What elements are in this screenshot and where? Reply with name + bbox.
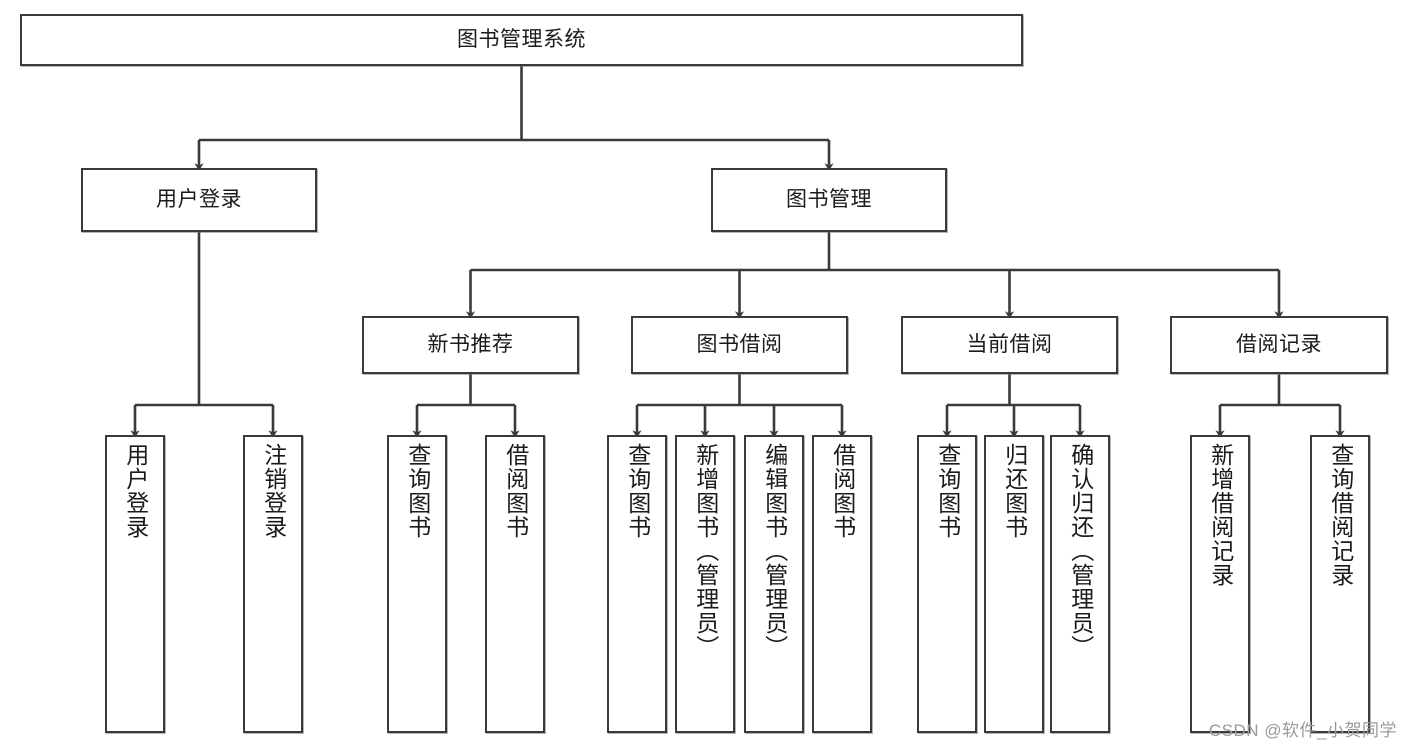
- leaf-add-record-label: 新增借阅记录: [1207, 443, 1234, 587]
- leaf-query-record[interactable]: 查询借阅记录: [1310, 435, 1370, 733]
- leaf-query-book-rec-label: 查询图书: [404, 443, 431, 539]
- node-book-borrow[interactable]: 图书借阅: [631, 316, 848, 374]
- leaf-confirm-return[interactable]: 确认归还（管理员）: [1050, 435, 1110, 733]
- node-book-manage[interactable]: 图书管理: [711, 168, 947, 232]
- leaf-add-record[interactable]: 新增借阅记录: [1190, 435, 1250, 733]
- connector-lines: [130, 66, 1345, 438]
- node-new-book-rec[interactable]: 新书推荐: [362, 316, 579, 374]
- leaf-edit-book[interactable]: 编辑图书（管理员）: [744, 435, 804, 733]
- leaf-add-book-label: 新增图书（管理员）: [692, 443, 719, 659]
- leaf-edit-book-label: 编辑图书（管理员）: [761, 443, 788, 659]
- leaf-query-book-borrow[interactable]: 查询图书: [607, 435, 667, 733]
- leaf-logout-label: 注销登录: [260, 443, 287, 539]
- node-user-login-label: 用户登录: [156, 187, 242, 211]
- leaf-add-book[interactable]: 新增图书（管理员）: [675, 435, 735, 733]
- leaf-user-login-label: 用户登录: [122, 443, 149, 539]
- leaf-query-book-cur[interactable]: 查询图书: [917, 435, 977, 733]
- leaf-query-book-borrow-label: 查询图书: [624, 443, 651, 539]
- leaf-query-book-rec[interactable]: 查询图书: [387, 435, 447, 733]
- leaf-borrow-book-rec-label: 借阅图书: [502, 443, 529, 539]
- node-user-login[interactable]: 用户登录: [81, 168, 317, 232]
- node-root-label: 图书管理系统: [457, 27, 586, 51]
- node-borrow-record[interactable]: 借阅记录: [1170, 316, 1388, 374]
- leaf-return-book[interactable]: 归还图书: [984, 435, 1044, 733]
- node-current-borrow-label: 当前借阅: [966, 332, 1053, 356]
- leaf-query-book-cur-label: 查询图书: [934, 443, 961, 539]
- leaf-borrow-book-rec[interactable]: 借阅图书: [485, 435, 545, 733]
- node-borrow-record-label: 借阅记录: [1236, 332, 1322, 356]
- leaf-return-book-label: 归还图书: [1001, 443, 1028, 539]
- leaf-confirm-return-label: 确认归还（管理员）: [1067, 443, 1094, 659]
- leaf-query-record-label: 查询借阅记录: [1327, 443, 1354, 587]
- node-root[interactable]: 图书管理系统: [20, 14, 1023, 66]
- node-book-manage-label: 图书管理: [786, 187, 872, 211]
- node-book-borrow-label: 图书借阅: [696, 332, 783, 356]
- node-new-book-rec-label: 新书推荐: [427, 332, 514, 356]
- leaf-borrow-book-label: 借阅图书: [829, 443, 856, 539]
- leaf-user-login[interactable]: 用户登录: [105, 435, 165, 733]
- leaf-borrow-book[interactable]: 借阅图书: [812, 435, 872, 733]
- node-current-borrow[interactable]: 当前借阅: [901, 316, 1118, 374]
- leaf-logout[interactable]: 注销登录: [243, 435, 303, 733]
